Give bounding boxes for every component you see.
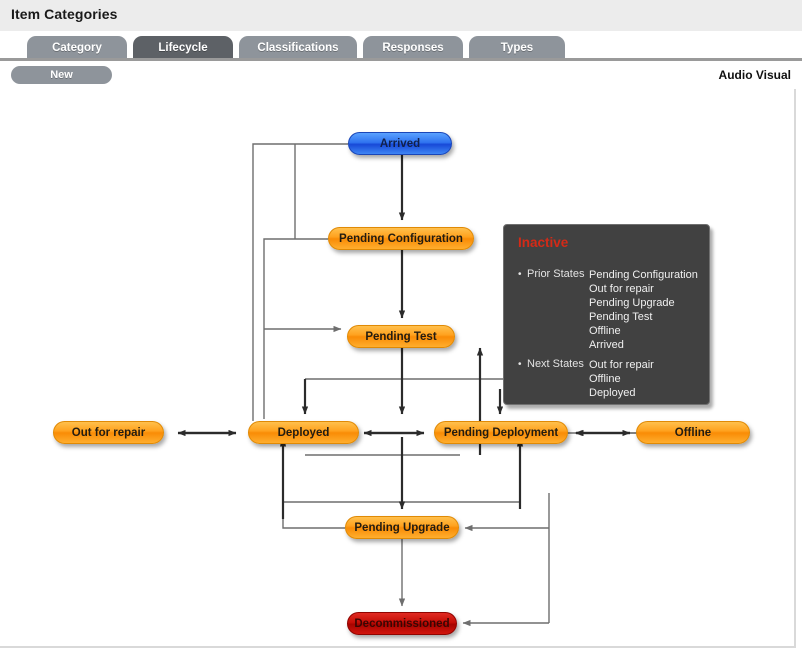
page-title: Item Categories	[11, 6, 118, 22]
tab-types[interactable]: Types	[469, 36, 565, 60]
lifecycle-diagram: Inactive • Prior States Pending Configur…	[0, 89, 796, 648]
tooltip-state-item: Deployed	[589, 387, 636, 399]
tooltip-state-item: Offline	[589, 325, 621, 337]
tooltip-state-item: Pending Configuration	[589, 269, 698, 281]
lifecycle-node-out-for-repair[interactable]: Out for repair	[53, 421, 164, 444]
next-states-label: Next States	[527, 358, 584, 370]
next-states-bullet: •	[518, 359, 522, 370]
tab-category[interactable]: Category	[27, 36, 127, 60]
tooltip-state-item: Pending Upgrade	[589, 297, 675, 309]
lifecycle-node-offline[interactable]: Offline	[636, 421, 750, 444]
new-button[interactable]: New	[11, 66, 112, 84]
window-titlebar: Item Categories	[0, 0, 802, 32]
lifecycle-node-decommissioned[interactable]: Decommissioned	[347, 612, 457, 635]
prior-states-bullet: •	[518, 269, 522, 280]
tooltip-state-item: Pending Test	[589, 311, 653, 323]
prior-states-label: Prior States	[527, 268, 585, 280]
tab-classifications[interactable]: Classifications	[239, 36, 357, 60]
tab-lifecycle[interactable]: Lifecycle	[133, 36, 233, 60]
lifecycle-node-pending-configuration[interactable]: Pending Configuration	[328, 227, 474, 250]
tooltip-state-item: Out for repair	[589, 359, 654, 371]
tooltip-state-item: Offline	[589, 373, 621, 385]
tooltip-state-item: Arrived	[589, 339, 624, 351]
state-detail-tooltip: Inactive • Prior States Pending Configur…	[503, 224, 710, 405]
lifecycle-node-pending-test[interactable]: Pending Test	[347, 325, 455, 348]
toolbar: New	[0, 61, 802, 89]
lifecycle-node-arrived[interactable]: Arrived	[348, 132, 452, 155]
tooltip-title: Inactive	[518, 235, 569, 250]
lifecycle-node-deployed[interactable]: Deployed	[248, 421, 359, 444]
tab-strip-rule	[0, 58, 802, 61]
lifecycle-content-panel: Inactive • Prior States Pending Configur…	[0, 89, 796, 648]
tooltip-state-item: Out for repair	[589, 283, 654, 295]
tab-responses[interactable]: Responses	[363, 36, 463, 60]
lifecycle-node-pending-deployment[interactable]: Pending Deployment	[434, 421, 568, 444]
category-context-label: Audio Visual	[718, 68, 791, 82]
lifecycle-node-pending-upgrade[interactable]: Pending Upgrade	[345, 516, 459, 539]
